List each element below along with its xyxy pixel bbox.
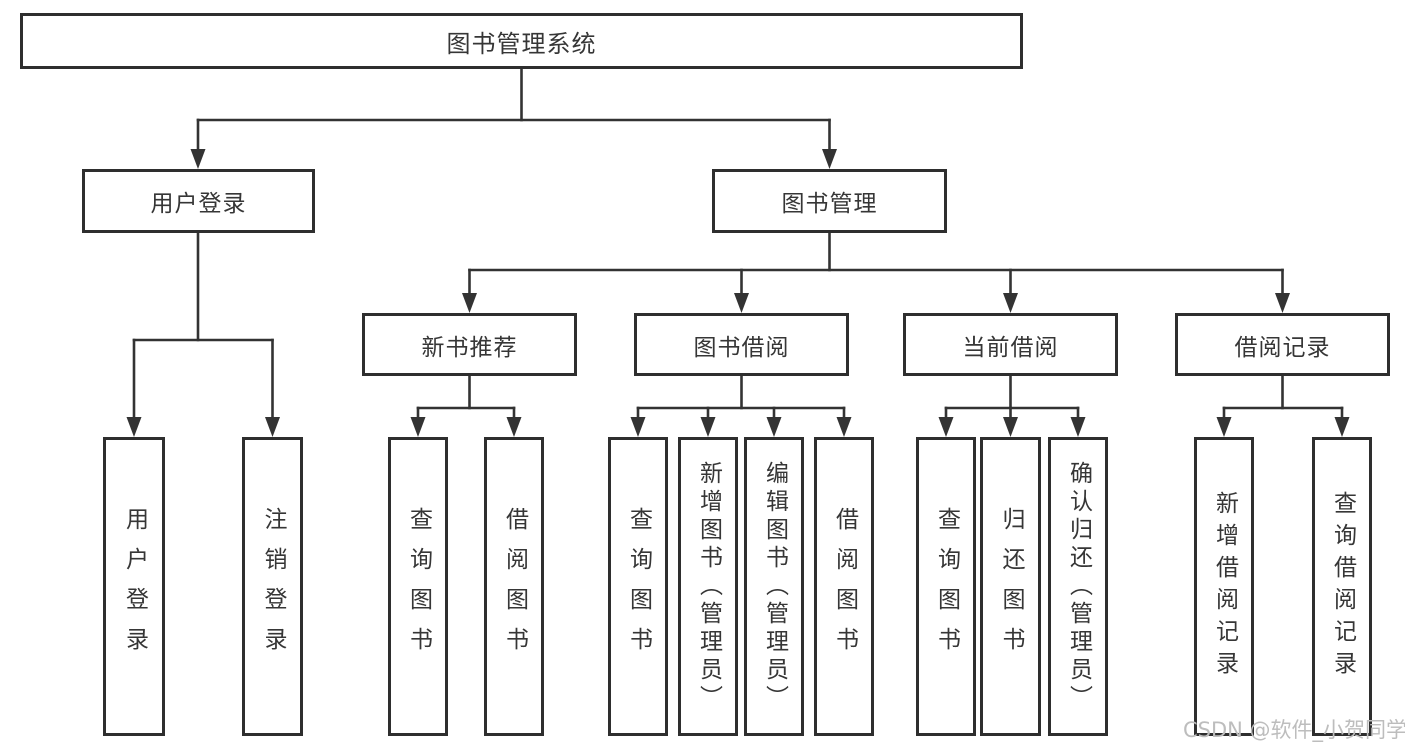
node-current-borrowing: 当前借阅 — [903, 313, 1118, 376]
node-new-book-recommend-label: 新书推荐 — [421, 334, 518, 361]
node-borrow-records-label: 借阅记录 — [1234, 334, 1331, 361]
leaf-logout-login-label: 注销登录 — [260, 506, 286, 667]
leaf-query-borrow-record-label: 查询借阅记录 — [1329, 490, 1356, 683]
leaf-query-books-current-label: 查询图书 — [933, 506, 960, 667]
leaf-return-books-label: 归还图书 — [998, 506, 1024, 667]
leaf-query-books-recommend-label: 查询图书 — [405, 506, 432, 667]
node-book-management: 图书管理 — [712, 169, 947, 233]
leaf-edit-books-admin-label: 编辑图书（管理员） — [761, 460, 788, 713]
node-user-login: 用户登录 — [82, 169, 315, 233]
node-library-system: 图书管理系统 — [20, 13, 1023, 69]
leaf-confirm-return-admin-label: 确认归还（管理员） — [1065, 460, 1092, 713]
leaf-add-books-admin-label: 新增图书（管理员） — [695, 460, 722, 713]
leaf-query-books-current: 查询图书 — [916, 437, 976, 736]
leaf-return-books: 归还图书 — [980, 437, 1041, 736]
leaf-query-books-borrowing: 查询图书 — [608, 437, 668, 736]
node-new-book-recommend: 新书推荐 — [362, 313, 577, 376]
leaf-query-borrow-record: 查询借阅记录 — [1312, 437, 1372, 736]
csdn-watermark: CSDN @软件_小贺同学 — [1183, 718, 1405, 742]
leaf-user-login-label: 用户登录 — [121, 506, 148, 667]
leaf-query-books-borrowing-label: 查询图书 — [625, 506, 652, 667]
leaf-add-borrow-record: 新增借阅记录 — [1194, 437, 1254, 736]
leaf-logout-login: 注销登录 — [242, 437, 303, 736]
leaf-add-books-admin: 新增图书（管理员） — [678, 437, 738, 736]
leaf-confirm-return-admin: 确认归还（管理员） — [1048, 437, 1108, 736]
node-borrow-records: 借阅记录 — [1175, 313, 1390, 376]
leaf-borrow-books-recommend: 借阅图书 — [484, 437, 544, 736]
node-book-management-label: 图书管理 — [781, 191, 878, 217]
node-book-borrowing: 图书借阅 — [634, 313, 849, 376]
node-library-system-label: 图书管理系统 — [446, 29, 597, 58]
leaf-borrow-books-recommend-label: 借阅图书 — [501, 506, 528, 667]
leaf-add-borrow-record-label: 新增借阅记录 — [1211, 490, 1238, 683]
leaf-borrow-books-borrowing: 借阅图书 — [814, 437, 874, 736]
leaf-user-login: 用户登录 — [103, 437, 165, 736]
node-current-borrowing-label: 当前借阅 — [962, 334, 1059, 361]
leaf-query-books-recommend: 查询图书 — [388, 437, 448, 736]
node-user-login-label: 用户登录 — [150, 191, 247, 217]
leaf-borrow-books-borrowing-label: 借阅图书 — [831, 506, 858, 667]
leaf-edit-books-admin: 编辑图书（管理员） — [744, 437, 804, 736]
node-book-borrowing-label: 图书借阅 — [693, 334, 790, 361]
